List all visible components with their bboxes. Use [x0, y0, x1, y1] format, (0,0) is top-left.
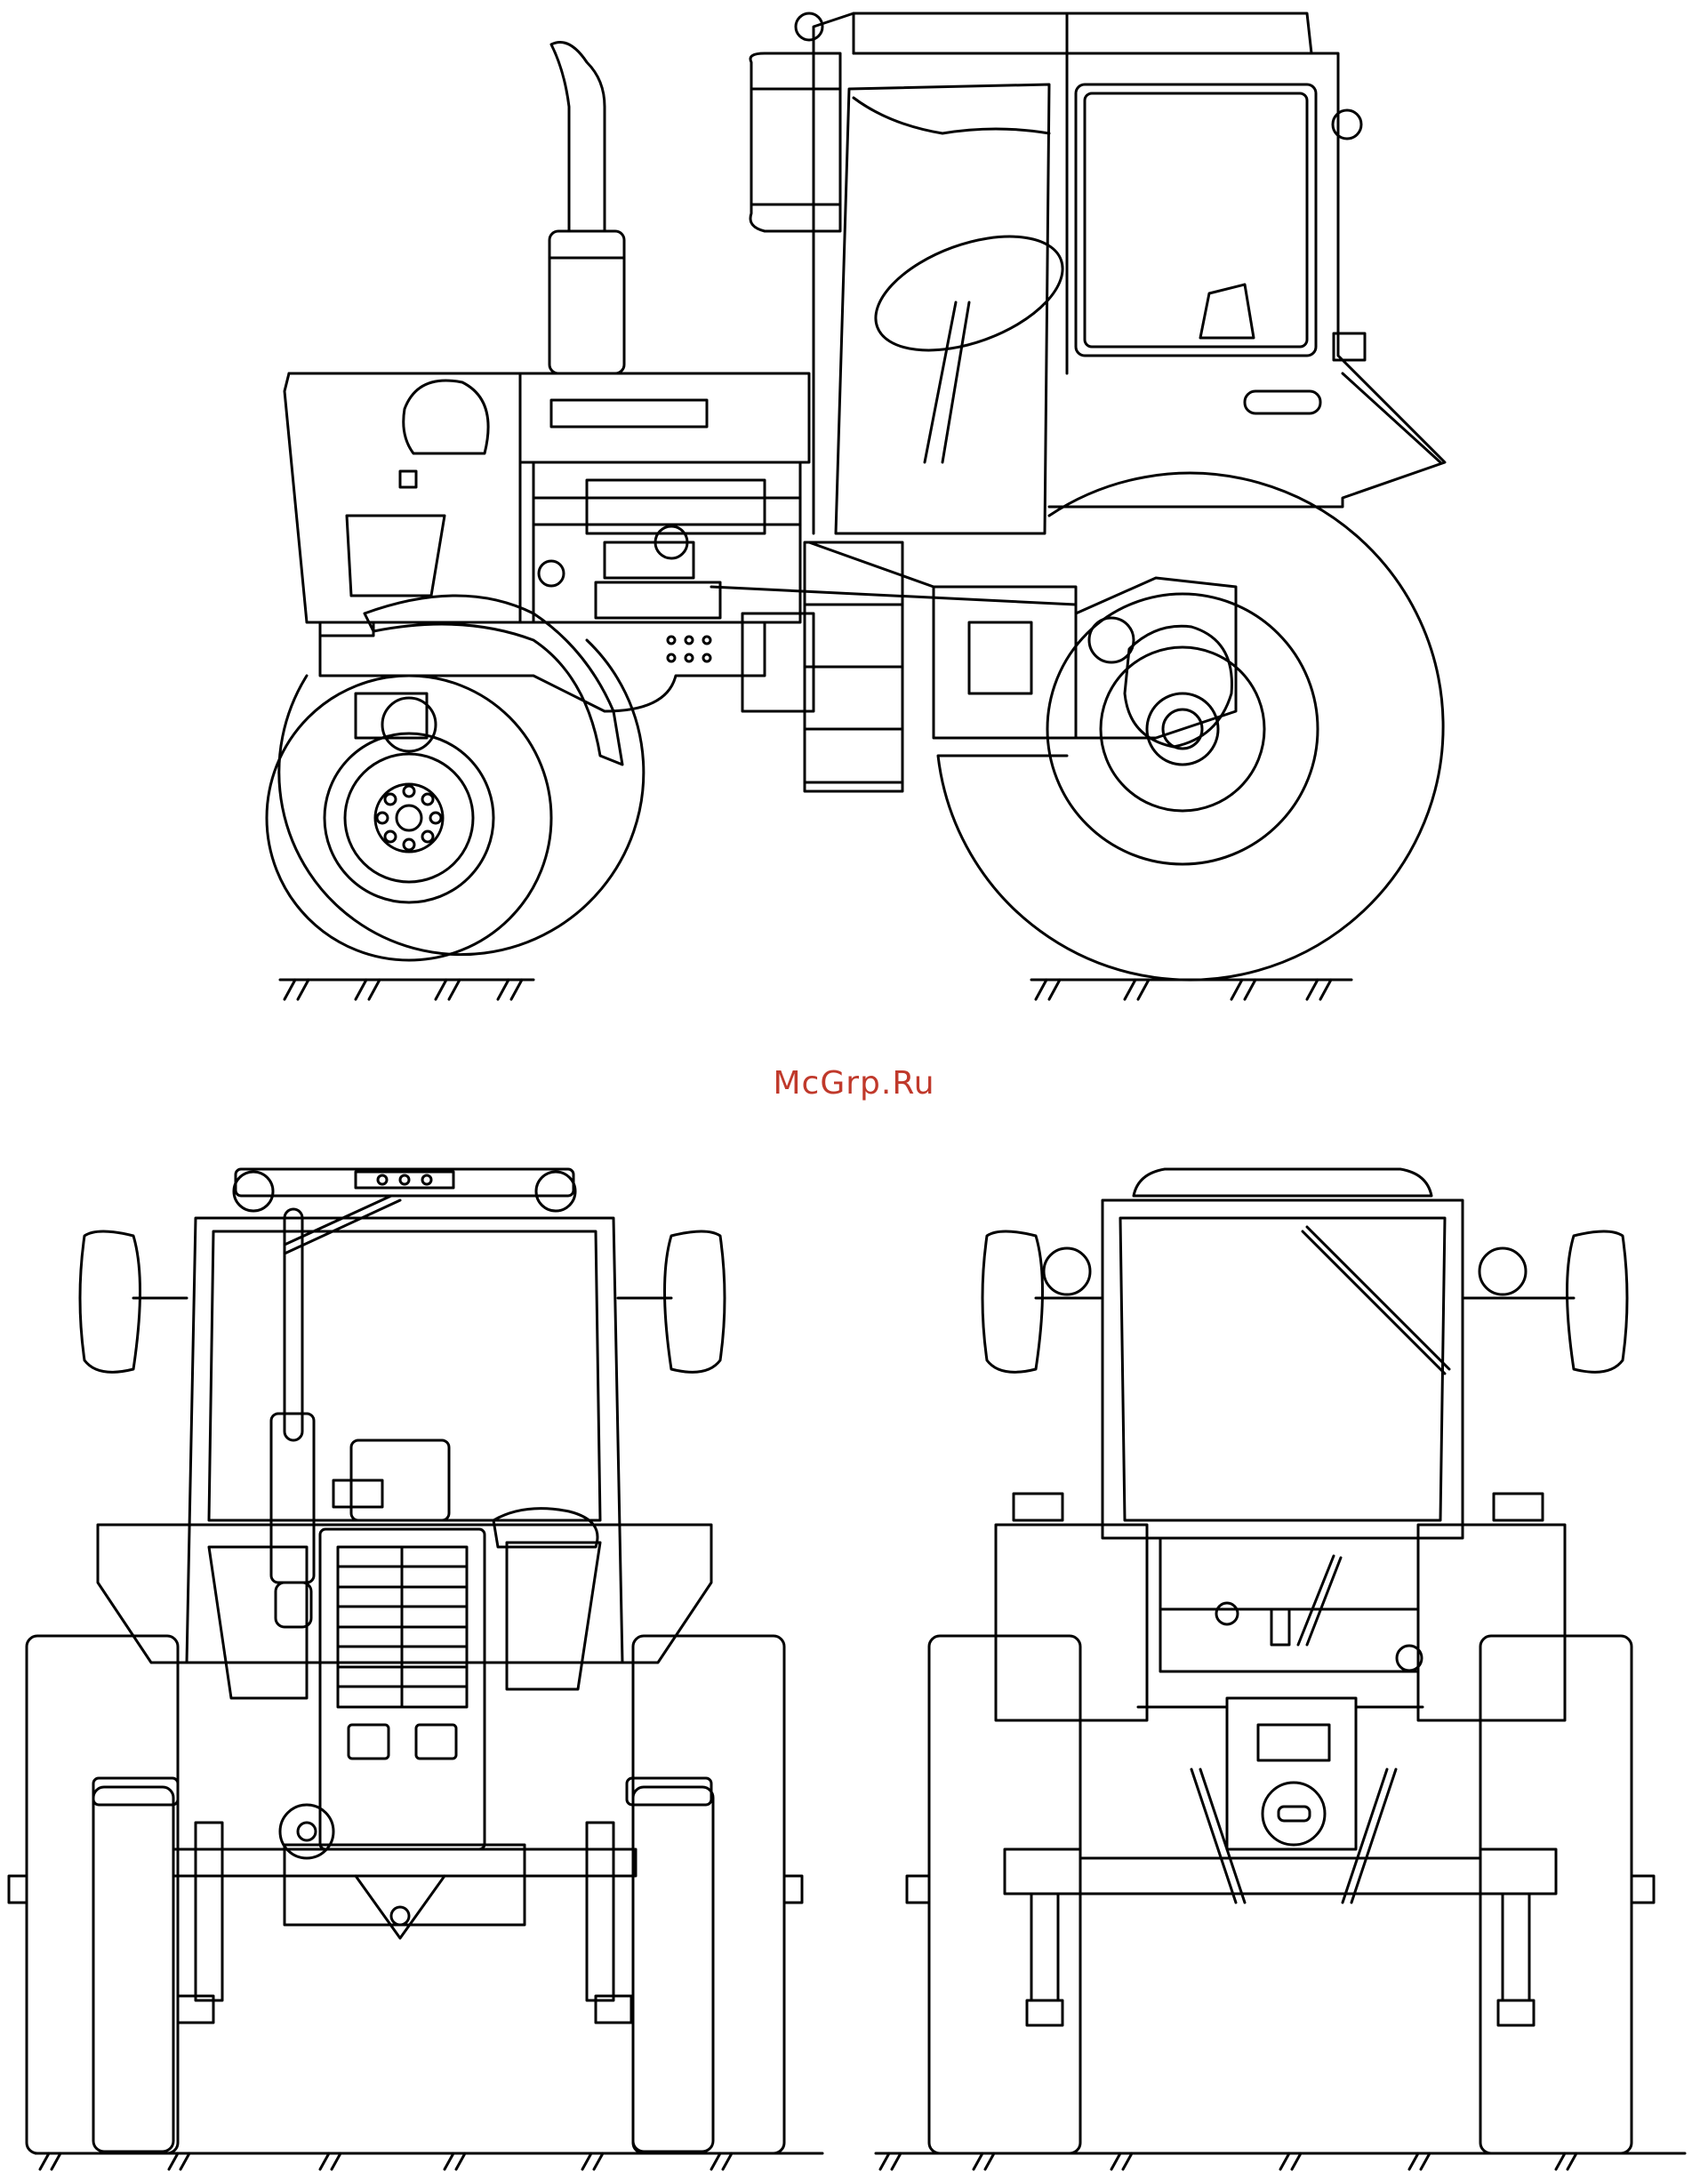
front-tires	[93, 1778, 713, 2152]
chassis	[320, 613, 814, 751]
front-wheel	[267, 640, 644, 960]
ground-rear	[1031, 980, 1351, 999]
mirror-left-rear	[982, 1231, 1103, 1372]
tractor-rear-view-icon	[854, 1147, 1708, 2172]
front-grille	[320, 1529, 485, 1849]
tractor-side-view	[0, 0, 1708, 1022]
cab-roof-rear	[1134, 1169, 1431, 1196]
front-axle	[173, 1805, 636, 2023]
tractor-front-view-icon	[0, 1147, 854, 2172]
ground-rear-view	[876, 2153, 1685, 2169]
rear-tires	[9, 1636, 802, 2153]
tractor-front-view	[0, 1147, 854, 2172]
rear-axle	[1005, 1849, 1556, 2025]
engine-block	[533, 462, 800, 622]
ground-front-view	[36, 2153, 822, 2169]
ground-front	[280, 980, 533, 999]
watermark-text: McGrp.Ru	[0, 1065, 1708, 1102]
rear-hitch	[1138, 1538, 1423, 1903]
engine-hood	[285, 373, 809, 636]
mirror-right	[618, 1231, 725, 1372]
tractor-rear-view	[854, 1147, 1708, 2172]
access-steps	[805, 542, 902, 791]
exhaust-pipe	[549, 43, 624, 374]
seat	[1200, 285, 1254, 338]
cab-frame	[187, 1196, 622, 1663]
beacon-light	[333, 1440, 449, 1520]
cab-roof	[234, 1169, 575, 1211]
cab	[750, 13, 1445, 533]
transmission	[711, 542, 1236, 747]
cab-frame-rear	[1103, 1200, 1463, 1538]
mirror-right-rear	[1463, 1231, 1627, 1372]
mirror-left	[80, 1231, 187, 1372]
tractor-side-view-icon	[0, 0, 1708, 1022]
